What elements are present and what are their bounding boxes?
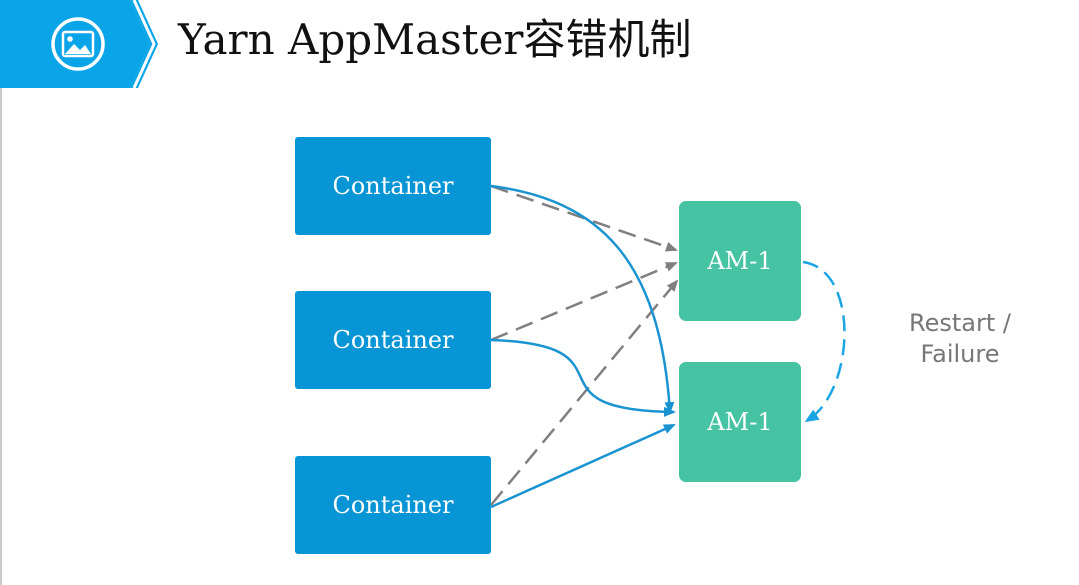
container-node: Container — [295, 291, 491, 389]
dashed-edge-c3-am1 — [490, 279, 679, 506]
solid-edge-c3-am2 — [490, 423, 676, 509]
left-border — [0, 88, 2, 585]
restart-failure-label: Restart / Failure — [890, 308, 1030, 370]
page-title: Yarn AppMaster容错机制 — [178, 15, 692, 64]
restart-label-line1: Restart / — [909, 309, 1011, 337]
solid-edge-c2-am2 — [490, 338, 676, 417]
am-node-original: AM-1 — [679, 201, 801, 321]
dashed-edge-c2-am1 — [490, 261, 678, 342]
restart-label-line2: Failure — [920, 340, 1000, 368]
solid-edge-c1-am2 — [490, 184, 675, 414]
header-badge — [0, 0, 160, 89]
am-node-restarted: AM-1 — [679, 362, 801, 482]
restart-edge — [802, 260, 846, 423]
container-node: Container — [295, 456, 491, 554]
image-icon — [51, 17, 105, 71]
container-node: Container — [295, 137, 491, 235]
